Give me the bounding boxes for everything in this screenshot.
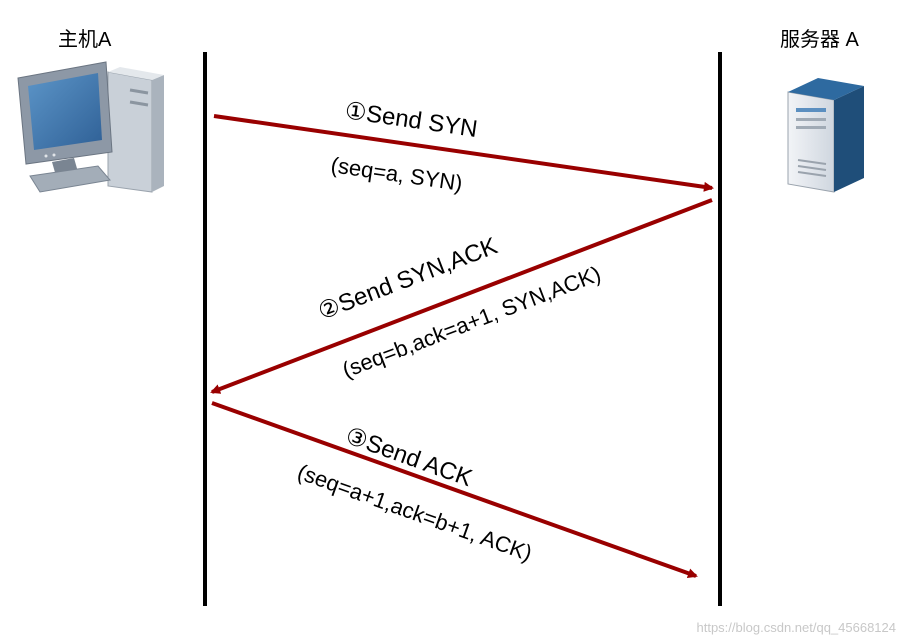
step1-detail: (seq=a, SYN) (329, 152, 464, 196)
desktop-computer-icon (17, 61, 164, 193)
watermark-text: https://blog.csdn.net/qq_45668124 (697, 620, 897, 635)
tower-server-icon (787, 78, 864, 193)
syn-arrow (213, 114, 714, 192)
server-label: 服务器 A (780, 28, 860, 51)
host-label: 主机A (58, 28, 112, 51)
ack-arrow (211, 401, 698, 579)
syn-ack-arrow (210, 198, 713, 394)
